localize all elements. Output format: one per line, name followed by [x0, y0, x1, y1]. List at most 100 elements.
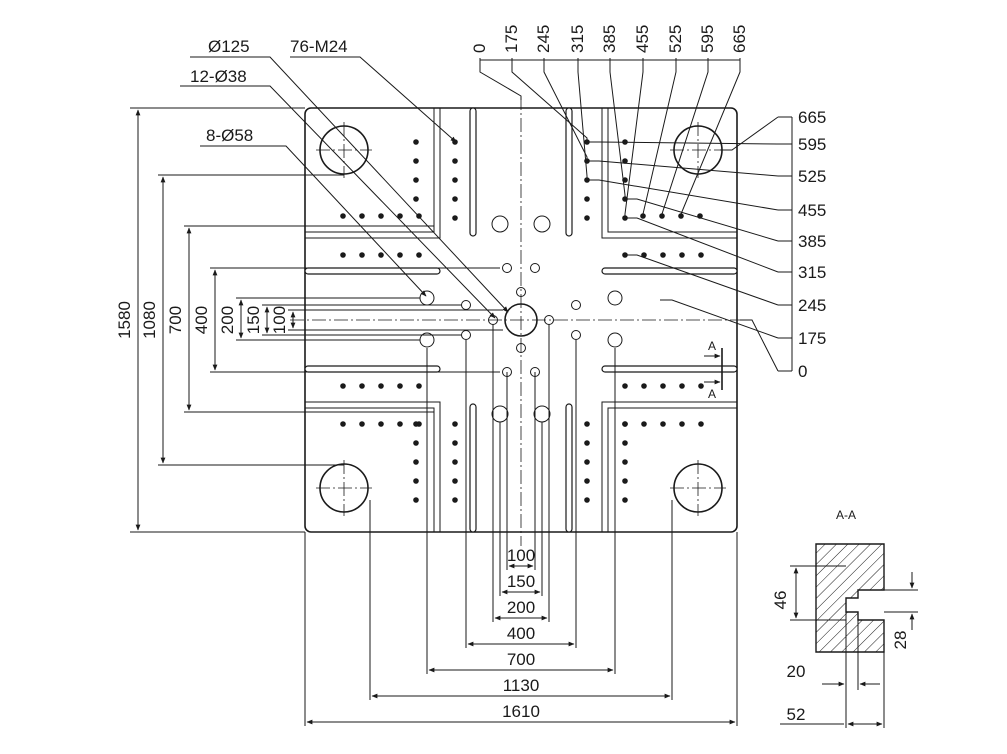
tapped-hole [452, 196, 458, 202]
t-slot [469, 107, 477, 237]
right-scale-leader [660, 299, 779, 339]
tapped-hole [359, 383, 365, 389]
tapped-hole [359, 213, 365, 219]
dim-100-bottom: 100 [507, 546, 535, 565]
t-slot [601, 267, 738, 275]
center-hole [504, 303, 538, 337]
t-slots [304, 107, 738, 533]
callout-leaders [180, 56, 509, 319]
tapped-hole [679, 252, 685, 258]
top-scale-leader [624, 68, 644, 218]
t-slot [304, 267, 441, 275]
tapped-hole [584, 459, 590, 465]
section-dim-20: 20 [787, 662, 806, 681]
section-dim-46: 46 [771, 591, 790, 610]
top-coord-label: 525 [666, 25, 685, 53]
tapped-hole [413, 421, 419, 427]
tapped-hole [622, 497, 628, 503]
section-title: A-A [836, 508, 856, 522]
l-slot [305, 401, 441, 532]
dim-1080: 1080 [140, 301, 159, 339]
tapped-hole [452, 215, 458, 221]
tapped-hole [359, 421, 365, 427]
dim-400-left: 400 [192, 306, 211, 334]
t-slot [469, 403, 477, 533]
tapped-hole [378, 383, 384, 389]
callout-m24: 76-M24 [290, 37, 348, 56]
dim-400-bottom: 400 [507, 624, 535, 643]
dim-1610: 1610 [502, 702, 540, 721]
tapped-hole [413, 196, 419, 202]
top-coord-label: 595 [698, 25, 717, 53]
tapped-hole [397, 383, 403, 389]
tapped-hole [584, 497, 590, 503]
dim-700-left: 700 [166, 306, 185, 334]
tapped-hole [584, 478, 590, 484]
bottom-dimensions [304, 324, 738, 726]
right-scale-leader [587, 179, 779, 211]
right-coord-label: 175 [798, 329, 826, 348]
tapped-hole [584, 196, 590, 202]
tapped-hole [452, 421, 458, 427]
section-dim-28: 28 [891, 631, 910, 650]
right-scale-leader [625, 254, 779, 306]
dim-150-left: 150 [244, 306, 263, 334]
tapped-hole [698, 383, 704, 389]
tapped-hole [660, 252, 666, 258]
top-scale-leader [479, 68, 522, 100]
tapped-hole [698, 421, 704, 427]
tapped-hole [397, 421, 403, 427]
tapped-hole [641, 252, 647, 258]
right-coord-label: 385 [798, 232, 826, 251]
tapped-hole [397, 213, 403, 219]
section-profile [815, 543, 885, 653]
top-scale-leader [511, 68, 588, 142]
right-scale-leader [720, 116, 779, 151]
tapped-hole [378, 252, 384, 258]
right-coord-label: 595 [798, 135, 826, 154]
tapped-hole [679, 383, 685, 389]
ejector-holes [419, 215, 623, 423]
tapped-hole [340, 421, 346, 427]
section-dim-52: 52 [787, 705, 806, 724]
callout-dia125: Ø125 [208, 37, 250, 56]
top-coord-label: 315 [568, 25, 587, 53]
callout-dia58: 8-Ø58 [206, 126, 253, 145]
tapped-hole [397, 252, 403, 258]
tapped-hole [452, 478, 458, 484]
right-scale-leader [587, 160, 779, 177]
tapped-hole [378, 421, 384, 427]
dim-200-bottom: 200 [507, 598, 535, 617]
tapped-hole [378, 213, 384, 219]
tapped-hole [679, 421, 685, 427]
left-dimensions [130, 107, 503, 533]
tapped-hole [698, 252, 704, 258]
tapped-hole [452, 158, 458, 164]
right-coord-label: 315 [798, 263, 826, 282]
tapped-hole [622, 158, 628, 164]
tapped-hole [622, 459, 628, 465]
tapped-hole [584, 421, 590, 427]
tapped-hole [416, 252, 422, 258]
tapped-hole [413, 440, 419, 446]
tapped-hole [340, 252, 346, 258]
tapped-hole [452, 440, 458, 446]
t-slot [565, 403, 573, 533]
tapped-hole [584, 215, 590, 221]
dim-100-left: 100 [270, 306, 289, 334]
section-marker [704, 348, 723, 390]
tapped-hole [340, 383, 346, 389]
section-marker-top: A [708, 339, 716, 353]
tapped-hole [452, 459, 458, 465]
l-slot [601, 108, 737, 239]
tapped-hole [622, 421, 628, 427]
tapped-hole [413, 139, 419, 145]
top-scale-leader [577, 68, 588, 180]
l-slot [601, 401, 737, 532]
t-slot [601, 365, 738, 373]
right-scale-leader [740, 319, 779, 372]
tapped-hole [622, 440, 628, 446]
